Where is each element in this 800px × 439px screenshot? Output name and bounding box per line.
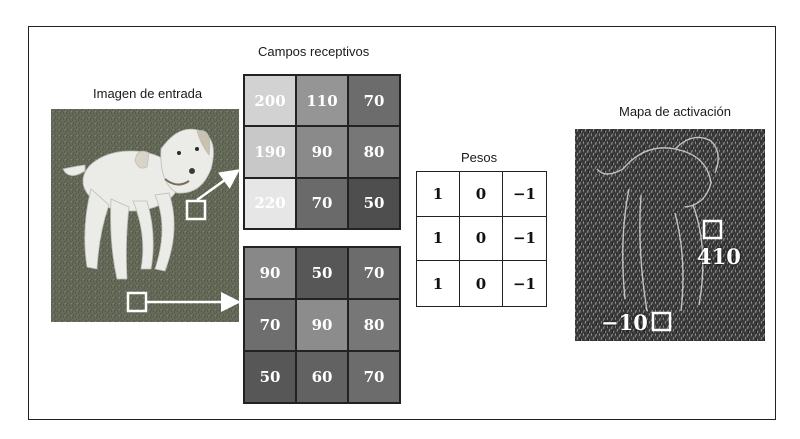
rf-top-cell: 200 [245, 76, 295, 126]
rf-top-cell: 80 [349, 127, 399, 177]
rf-bottom-cell: 90 [297, 300, 347, 350]
weight-cell: 0 [460, 261, 503, 306]
rf-top-cell: 190 [245, 127, 295, 177]
dog-silhouette [62, 128, 214, 280]
rf-bottom-cell: 90 [245, 248, 295, 298]
receptive-fields-label: Campos receptivos [258, 44, 370, 59]
weight-cell: −1 [503, 172, 546, 217]
rf-top-cell: 90 [297, 127, 347, 177]
rf-bottom-cell: 80 [349, 300, 399, 350]
arrow-top [196, 169, 241, 202]
rf-top-cell: 70 [297, 178, 347, 228]
activation-value-low: −10 [601, 310, 648, 335]
weight-cell: 1 [417, 261, 460, 306]
rf-bottom-cell: 70 [349, 352, 399, 402]
rf-bottom-cell: 50 [297, 248, 347, 298]
weight-cell: −1 [503, 261, 546, 306]
input-image [51, 109, 239, 322]
receptive-field-top: 200 110 70 190 90 80 220 70 50 [243, 74, 401, 230]
weights-label: Pesos [461, 150, 498, 165]
weight-cell: 0 [460, 172, 503, 217]
activation-map [575, 129, 765, 341]
weight-cell: 0 [460, 216, 503, 262]
activation-map-label: Mapa de activación [619, 104, 732, 119]
weight-cell: 1 [417, 172, 460, 217]
rf-top-cell: 70 [349, 76, 399, 126]
receptive-field-bottom: 90 50 70 70 90 80 50 60 70 [243, 246, 401, 404]
rf-top-cell: 220 [245, 178, 295, 228]
rf-top-cell: 50 [349, 178, 399, 228]
weights-grid: 1 0 −1 1 0 −1 1 0 −1 [416, 171, 547, 307]
rf-bottom-cell: 60 [297, 352, 347, 402]
dog-edge-outline [596, 136, 719, 312]
weight-cell: 1 [417, 216, 460, 262]
rf-bottom-cell: 50 [245, 352, 295, 402]
rf-bottom-cell: 70 [349, 248, 399, 298]
weight-cell: −1 [503, 216, 546, 262]
activation-value-high: 410 [697, 244, 741, 269]
rf-bottom-cell: 70 [245, 300, 295, 350]
rf-top-cell: 110 [297, 76, 347, 126]
input-image-label: Imagen de entrada [93, 86, 203, 101]
